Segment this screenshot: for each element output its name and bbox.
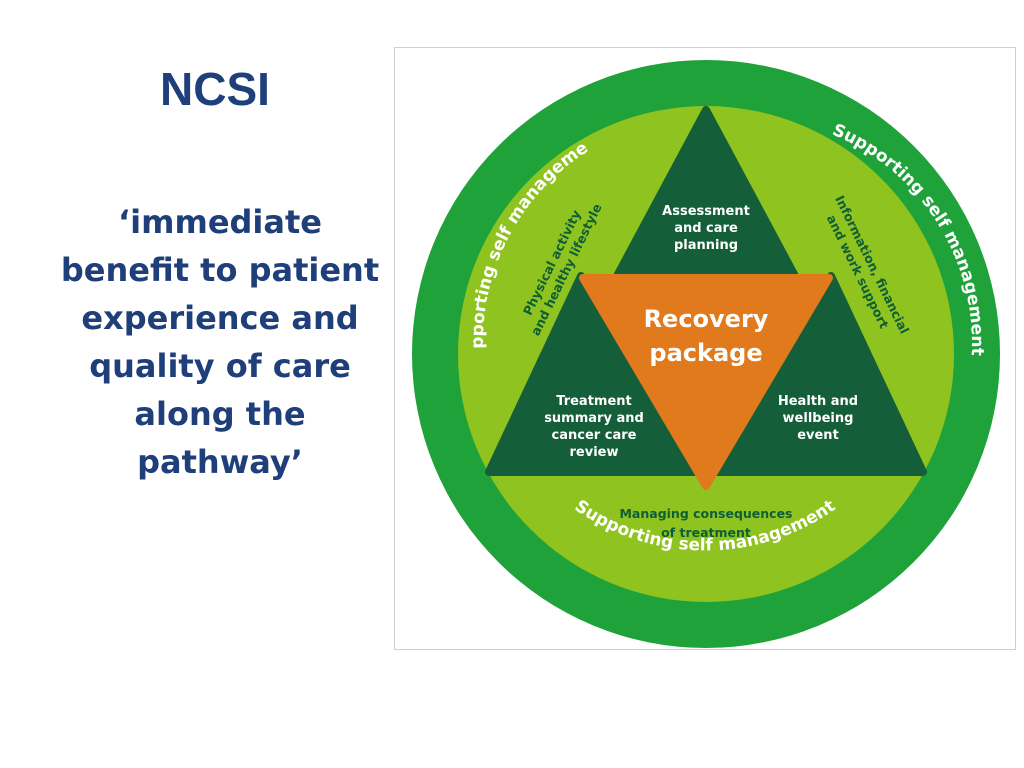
svg-text:cancer care: cancer care: [552, 428, 637, 443]
triangle-recovery-package: [579, 274, 833, 490]
svg-text:planning: planning: [674, 238, 738, 253]
triangle-label-treatment: Treatment summary and cancer care review: [544, 394, 644, 460]
svg-text:package: package: [649, 339, 762, 367]
svg-text:event: event: [797, 428, 839, 443]
svg-text:and care: and care: [674, 221, 738, 236]
svg-text:summary and: summary and: [544, 411, 644, 426]
svg-text:Treatment: Treatment: [556, 394, 632, 409]
svg-text:review: review: [570, 445, 619, 460]
svg-text:of treatment: of treatment: [661, 525, 751, 540]
triangle-label-health: Health and wellbeing event: [778, 394, 858, 443]
recovery-package-diagram: Supporting self management Supporting se…: [394, 47, 1016, 650]
center-label-recovery-package: Recovery package: [644, 305, 769, 367]
svg-text:Recovery: Recovery: [644, 305, 769, 333]
svg-text:Managing consequences: Managing consequences: [619, 506, 792, 521]
svg-text:wellbeing: wellbeing: [783, 411, 854, 426]
inner-ring-label-bottom: Managing consequences of treatment: [619, 506, 792, 540]
triangle-label-assessment: Assessment and care planning: [662, 204, 750, 253]
svg-text:Health and: Health and: [778, 394, 858, 409]
slide-title: NCSI: [160, 63, 270, 115]
svg-text:Assessment: Assessment: [662, 204, 750, 219]
quote-text: ‘immediate benefit to patient experience…: [60, 203, 380, 481]
